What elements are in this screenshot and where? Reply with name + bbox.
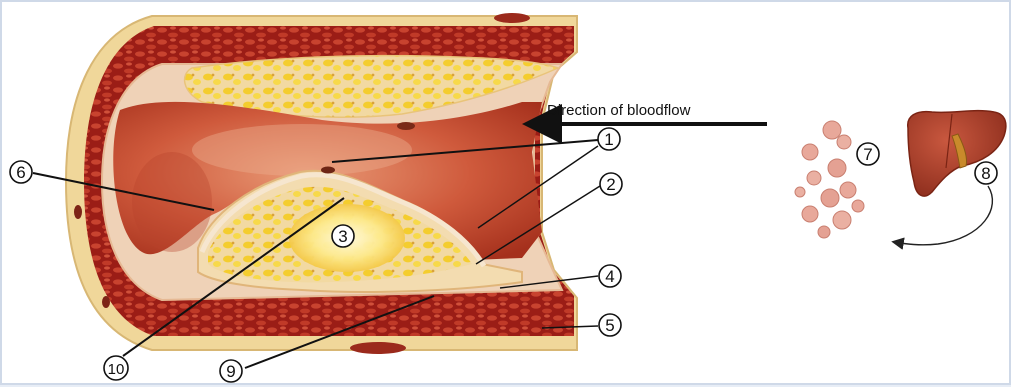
callout-8-label: 8 (981, 164, 990, 183)
callout-9-label: 9 (226, 362, 235, 381)
callout-8: 8 (975, 162, 997, 184)
vasa-vasorum-top (494, 13, 530, 23)
callout-3-label: 3 (338, 227, 347, 246)
callout-1: 1 (598, 128, 620, 150)
callout-5-label: 5 (605, 316, 614, 335)
lumen-highlight (192, 124, 412, 176)
vasa-vasorum-left (74, 205, 82, 219)
callout-5: 5 (599, 314, 621, 336)
bloodflow-indicator: Direction of bloodflow (530, 102, 767, 124)
callout-9: 9 (220, 360, 242, 382)
callout-4: 4 (599, 265, 621, 287)
vasa-vasorum-bottom (350, 342, 406, 354)
callout-10-label: 10 (108, 361, 125, 378)
liver-output-arrow (894, 186, 992, 245)
callout-2-label: 2 (606, 175, 615, 194)
callout-7: 7 (857, 143, 879, 165)
callout-4-label: 4 (605, 267, 614, 286)
upper-ulceration (397, 122, 415, 130)
callout-6-label: 6 (16, 163, 25, 182)
cap-ulceration (321, 167, 335, 174)
callout-7-label: 7 (863, 145, 872, 164)
callout-10: 10 (104, 356, 128, 380)
callout-2: 2 (600, 173, 622, 195)
platelet-cluster (795, 121, 864, 238)
callout-1-label: 1 (604, 130, 613, 149)
vasa-vasorum-left-low (102, 296, 110, 308)
callout-6: 6 (10, 161, 32, 183)
bloodflow-label: Direction of bloodflow (547, 102, 691, 119)
callout-3: 3 (332, 225, 354, 247)
artery-illustration (66, 13, 577, 354)
